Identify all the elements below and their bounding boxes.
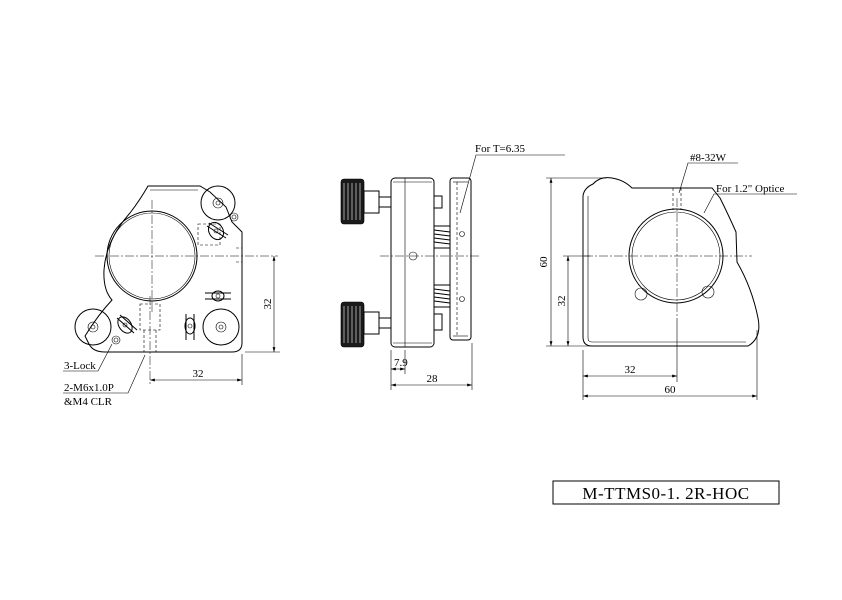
lock-lever-1 xyxy=(206,221,229,241)
adjuster-knob-right xyxy=(202,308,240,346)
title-block: M-TTMS0-1. 2R-HOC xyxy=(552,480,780,505)
lock-lever-4 xyxy=(184,314,196,340)
rear-body-outline xyxy=(582,177,760,347)
rear-width-dim: 60 xyxy=(665,384,677,396)
optic-thickness-label: For T=6.35 xyxy=(475,143,526,155)
front-center-offset-dim: 32 xyxy=(193,368,204,380)
lock-label: 3-Lock xyxy=(64,360,96,372)
side-knob-bottom xyxy=(340,301,392,348)
side-view: For T=6.35 7.9 28 xyxy=(340,143,565,390)
side-front-plate xyxy=(390,177,435,348)
side-rear-plate xyxy=(449,177,472,341)
adjuster-knob-top xyxy=(200,185,236,221)
spring-top xyxy=(433,225,451,249)
lock-lever-3 xyxy=(116,314,138,334)
thread-label-line1: 2-M6x1.0P xyxy=(64,382,114,394)
thread-label-line2: &M4 CLR xyxy=(64,396,113,408)
optic-label: For 1.2" Optice xyxy=(716,183,784,195)
rear-height-dim: 60 xyxy=(538,256,550,268)
front-view: 32 32 3-Lock 2-M6x1.0P &M4 CLR xyxy=(63,185,280,408)
lock-lever-2 xyxy=(205,290,231,302)
front-plate-dim: 7.9 xyxy=(394,357,408,369)
part-number: M-TTMS0-1. 2R-HOC xyxy=(582,484,749,503)
spring-bottom xyxy=(433,284,451,308)
rear-center-offset-dim: 32 xyxy=(625,364,636,376)
depth-dim: 28 xyxy=(427,373,439,385)
adjuster-knob-left xyxy=(74,308,112,346)
tap-label: #8-32W xyxy=(690,152,727,164)
rear-view: #8-32W For 1.2" Optice 60 32 32 60 xyxy=(538,152,797,400)
rear-center-height-dim: 32 xyxy=(556,296,568,307)
front-center-height-dim: 32 xyxy=(262,299,274,310)
front-body-outline xyxy=(84,185,243,353)
side-knob-top xyxy=(340,178,392,225)
